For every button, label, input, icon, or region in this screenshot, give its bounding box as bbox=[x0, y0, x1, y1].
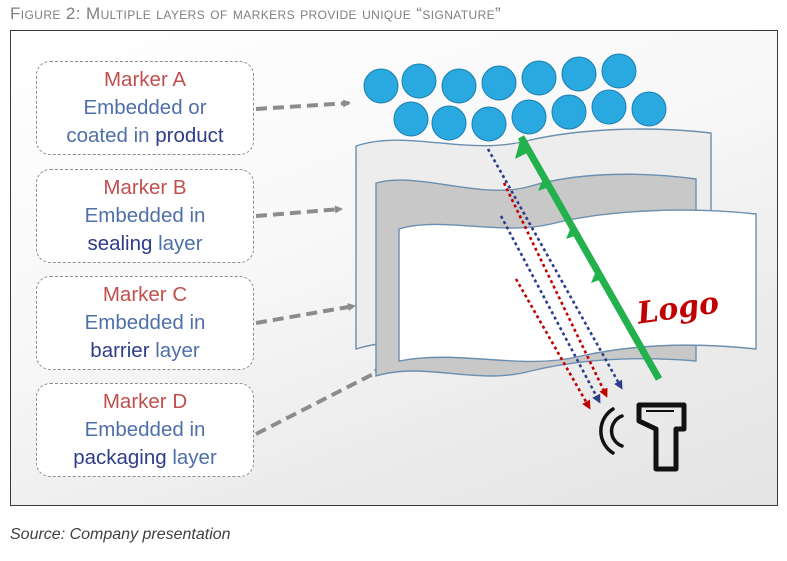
beam-chevron bbox=[566, 227, 580, 239]
signal-line-red bbox=[514, 278, 591, 410]
marker-b-box: Marker B Embedded in sealing layer bbox=[36, 169, 254, 263]
diagram-artwork bbox=[255, 53, 757, 472]
beam-chevron bbox=[538, 179, 552, 191]
particle bbox=[511, 99, 547, 135]
signal-lines bbox=[486, 148, 623, 410]
connector-arrow-b bbox=[255, 205, 343, 218]
marker-d-location-suffix: layer bbox=[166, 446, 217, 469]
marker-c-location: barrier layer bbox=[90, 337, 199, 365]
marker-d-name: Marker D bbox=[102, 390, 188, 413]
marker-b-name: Marker B bbox=[103, 176, 187, 199]
marker-a-location: coated in product bbox=[66, 122, 223, 150]
connector-arrow-c bbox=[255, 303, 356, 325]
particle bbox=[471, 106, 507, 142]
particle bbox=[591, 89, 627, 125]
marker-a-location-prefix: coated in bbox=[66, 124, 156, 147]
particle bbox=[363, 68, 399, 104]
marker-b-keyword: sealing bbox=[87, 232, 153, 255]
marker-a-description: Embedded or bbox=[83, 96, 207, 119]
particle bbox=[441, 68, 477, 104]
marker-a-name: Marker A bbox=[103, 68, 187, 91]
marker-d-description: Embedded in bbox=[84, 418, 206, 441]
barcode-scanner-icon bbox=[636, 402, 687, 472]
product-particles bbox=[363, 53, 667, 142]
packaging-layer bbox=[398, 209, 757, 363]
particle bbox=[393, 101, 429, 137]
marker-d-keyword: packaging bbox=[73, 446, 167, 469]
marker-c-keyword: barrier bbox=[90, 339, 150, 362]
signal-line-blue bbox=[499, 215, 601, 404]
marker-c-box: Marker C Embedded in barrier layer bbox=[36, 276, 254, 370]
reading-beam bbox=[515, 135, 663, 381]
particle bbox=[631, 91, 667, 127]
beam-chevron bbox=[591, 271, 605, 283]
particle bbox=[521, 60, 557, 96]
marker-b-location: sealing layer bbox=[87, 230, 202, 258]
marker-c-name: Marker C bbox=[102, 283, 188, 306]
diagram-frame: Marker A Embedded or coated in product M… bbox=[10, 30, 778, 506]
marker-b-location-suffix: layer bbox=[152, 232, 203, 255]
marker-d-box: Marker D Embedded in packaging layer bbox=[36, 383, 254, 477]
marker-c-description: Embedded in bbox=[84, 311, 206, 334]
particle bbox=[481, 65, 517, 101]
wireless-signal-icon bbox=[599, 407, 624, 455]
marker-a-keyword: product bbox=[155, 124, 224, 147]
figure-source: Source: Company presentation bbox=[10, 526, 231, 543]
connector-arrow-d bbox=[255, 368, 383, 436]
marker-b-description: Embedded in bbox=[84, 204, 206, 227]
particle bbox=[431, 105, 467, 141]
marker-d-location: packaging layer bbox=[73, 444, 217, 472]
particle bbox=[551, 94, 587, 130]
figure-title: Figure 2: Multiple layers of markers pro… bbox=[10, 4, 502, 23]
connector-arrow-a bbox=[255, 99, 351, 111]
marker-c-location-suffix: layer bbox=[149, 339, 200, 362]
particle bbox=[601, 53, 637, 89]
connector-arrows bbox=[255, 99, 383, 436]
particle bbox=[401, 63, 437, 99]
marker-a-box: Marker A Embedded or coated in product bbox=[36, 61, 254, 155]
particle bbox=[561, 56, 597, 92]
